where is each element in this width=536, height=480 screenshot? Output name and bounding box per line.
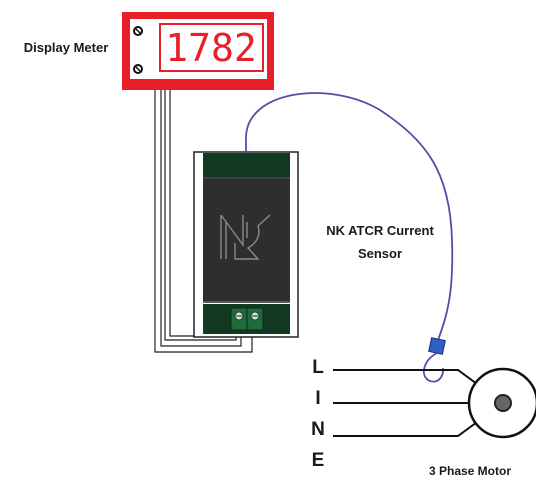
- sensor-top-band: [203, 153, 290, 178]
- motor-label: 3 Phase Motor: [429, 464, 511, 478]
- line-letter-l: L: [312, 357, 324, 378]
- display-meter-label: Display Meter: [24, 40, 109, 55]
- display-meter: 1782: [122, 12, 274, 90]
- line-letter-e: E: [312, 450, 325, 471]
- sensor-label-line1: NK ATCR Current: [326, 223, 434, 238]
- sensor-clamp-icon: [423, 337, 446, 383]
- sensor-cable: [245, 92, 454, 344]
- line-letter-n: N: [311, 419, 325, 440]
- sensor-terminal-block: [230, 307, 264, 331]
- three-phase-motor: [467, 367, 536, 439]
- nk-logo-icon: [220, 214, 271, 260]
- meter-screw-top-icon: [133, 26, 143, 36]
- line-letter-i: I: [315, 388, 320, 409]
- motor-shaft-icon: [494, 394, 512, 412]
- sensor-label-line2: Sensor: [358, 246, 402, 261]
- meter-display-window: [159, 23, 264, 72]
- current-sensor: [193, 151, 299, 338]
- meter-screw-bottom-icon: [133, 64, 143, 74]
- meter-reading: 1782: [165, 26, 257, 70]
